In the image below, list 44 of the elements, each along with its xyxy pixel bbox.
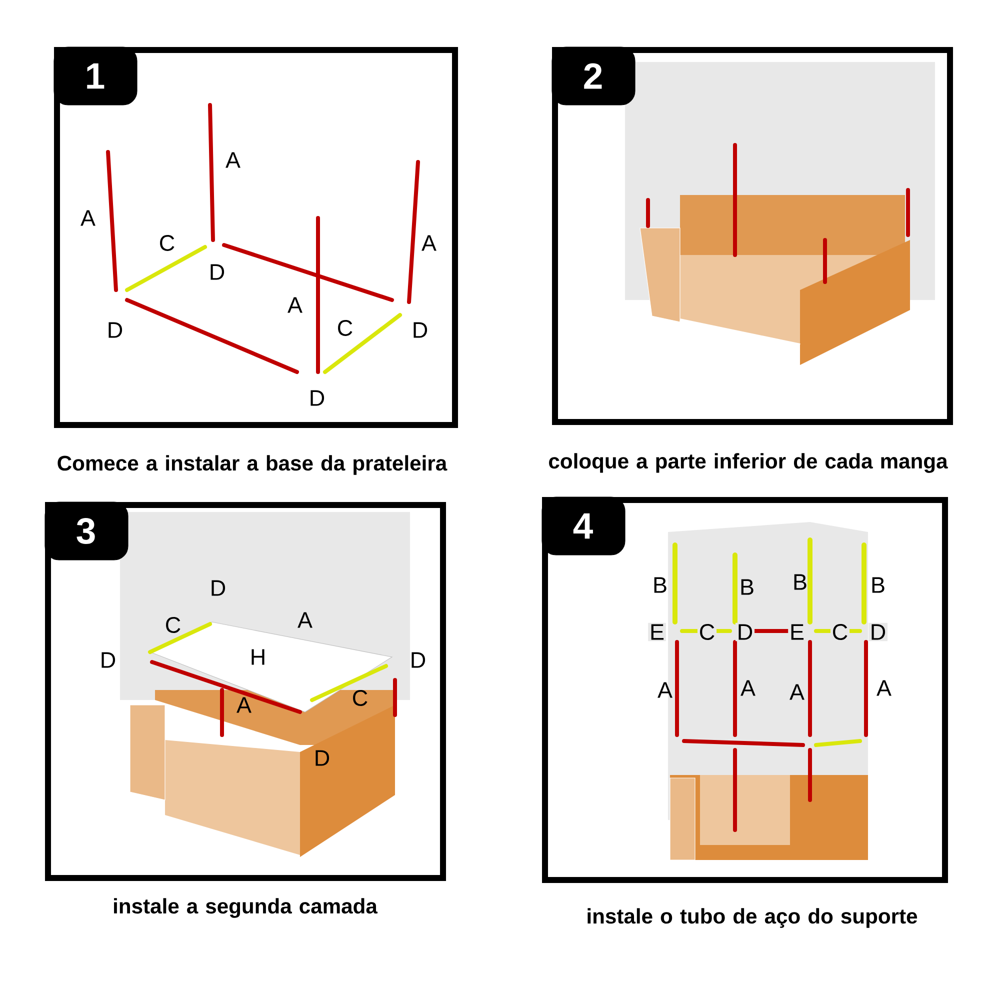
part-letter: E bbox=[648, 622, 666, 642]
part-letter: D bbox=[310, 390, 324, 406]
part-letter: B bbox=[794, 574, 806, 590]
part-letter: C bbox=[338, 320, 352, 336]
step-panel bbox=[552, 46, 954, 425]
step-caption: Comece a instalar a base da prateleira bbox=[58, 455, 448, 475]
part-letter: B bbox=[654, 577, 666, 593]
part-letter: A bbox=[236, 697, 252, 713]
step-number-badge: 1 bbox=[54, 46, 138, 106]
part-letter: A bbox=[288, 297, 302, 313]
part-letter: A bbox=[740, 680, 756, 696]
part-letter: C bbox=[830, 622, 850, 642]
step-number-badge: 4 bbox=[542, 496, 626, 556]
part-letter: D bbox=[412, 652, 426, 668]
part-letter: C bbox=[353, 690, 368, 706]
part-letter: D bbox=[414, 322, 428, 338]
part-letter: C bbox=[697, 622, 717, 642]
part-letter: A bbox=[226, 152, 240, 168]
step-number-badge: 3 bbox=[44, 502, 128, 560]
part-letter: B bbox=[872, 577, 884, 593]
part-letter: D bbox=[316, 750, 330, 766]
part-letter: A bbox=[298, 612, 312, 628]
part-letter: A bbox=[658, 682, 672, 698]
step-caption: instale a segunda camada bbox=[114, 898, 378, 918]
part-letter: D bbox=[102, 652, 116, 668]
step-caption: instale o tubo de aço do suporte bbox=[588, 908, 918, 928]
part-letter: D bbox=[210, 264, 224, 280]
part-letter: C bbox=[166, 617, 180, 633]
part-letter: A bbox=[80, 210, 96, 226]
step-panel bbox=[54, 46, 458, 428]
part-letter: B bbox=[741, 579, 754, 595]
step-panel bbox=[44, 502, 446, 882]
part-letter: H bbox=[252, 649, 264, 665]
part-letter: C bbox=[160, 235, 174, 251]
part-letter: A bbox=[422, 235, 436, 251]
part-letter: D bbox=[868, 622, 888, 642]
step-number-badge: 2 bbox=[552, 46, 636, 106]
part-letter: D bbox=[108, 322, 122, 338]
part-letter: E bbox=[788, 622, 806, 642]
part-letter: A bbox=[876, 680, 892, 696]
step-panel bbox=[542, 496, 948, 884]
step-caption: coloque a parte inferior de cada manga bbox=[549, 453, 948, 473]
part-letter: A bbox=[790, 684, 804, 700]
part-letter: D bbox=[212, 580, 226, 596]
